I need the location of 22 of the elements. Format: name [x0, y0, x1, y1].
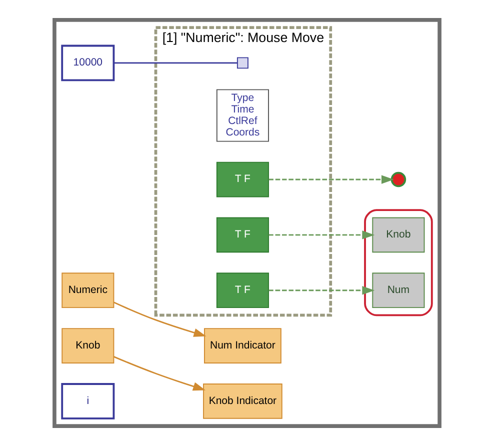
arrow [268, 286, 374, 295]
arrow [113, 302, 206, 337]
node-box: Numeric [61, 272, 114, 308]
arrow [112, 356, 205, 391]
cluster [364, 209, 432, 316]
node-box: 10000 [60, 44, 114, 82]
node-box: Num Indicator [204, 328, 281, 364]
node-box: Type Time CtlRef Coords [216, 89, 268, 142]
node-box: Knob Indicator [202, 384, 282, 419]
node-box: Knob [372, 217, 424, 253]
node-box: T F [216, 272, 268, 308]
arrow [268, 230, 374, 240]
node-box: Knob [61, 328, 114, 364]
node-box: i [60, 383, 114, 420]
arrow [268, 175, 394, 184]
cluster [52, 18, 441, 428]
node-box: Num [372, 272, 424, 308]
node-box: T F [216, 162, 268, 198]
connector [113, 62, 237, 64]
node-box [236, 57, 248, 69]
node-box: T F [216, 217, 268, 253]
node-circle [390, 172, 406, 188]
